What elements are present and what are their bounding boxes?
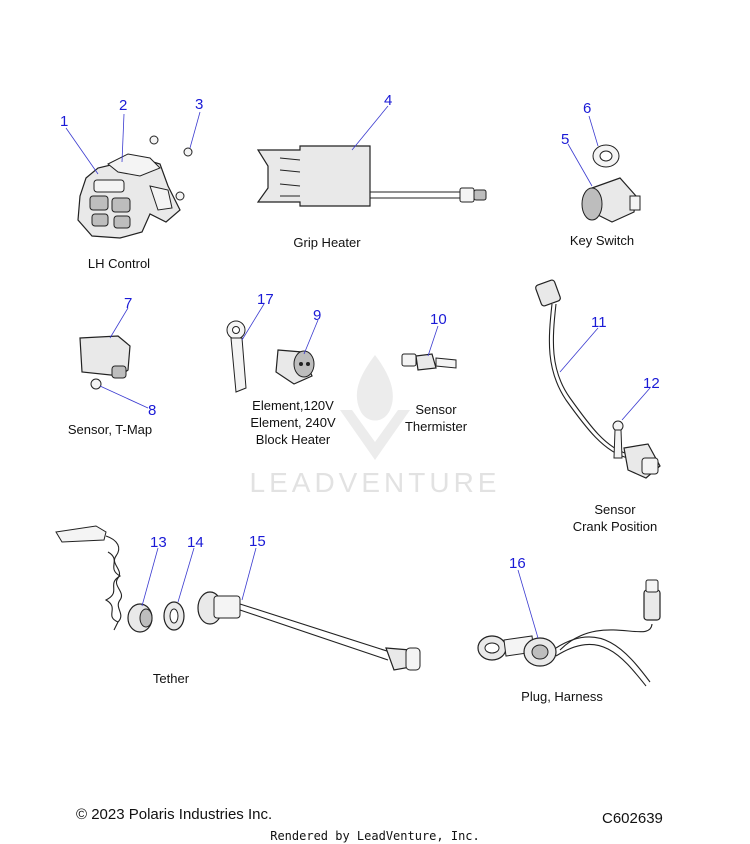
tmap-sensor-part [79, 335, 131, 390]
caption-lh-control: LH Control [88, 256, 150, 271]
grip-heater-part [256, 145, 487, 207]
block-heater-part [275, 349, 315, 385]
screw-part [149, 135, 193, 201]
caption-sensor-tmap: Sensor, T-Map [68, 422, 152, 437]
flame-logo-icon [340, 355, 410, 460]
tether-lanyard-part [55, 525, 122, 631]
tether-cap-part [127, 603, 153, 633]
caption-plug-harness: Plug, Harness [521, 689, 603, 704]
callout-3: 3 [195, 96, 203, 113]
heater-element-part [226, 320, 247, 393]
callout-12: 12 [643, 375, 660, 392]
callout-15: 15 [249, 533, 266, 550]
callout-5: 5 [561, 131, 569, 148]
leadventure-watermark: LEADVENTURE [250, 355, 501, 498]
tether-switch-harness [197, 591, 421, 671]
caption-block-heater: Block Heater [256, 432, 331, 447]
caption-sensor-crank-1: Sensor [594, 502, 636, 517]
caption-sensor-crank-2: Crank Position [573, 519, 658, 534]
crank-sensor-part [535, 279, 661, 479]
callout-2: 2 [119, 97, 127, 114]
callout-11: 11 [591, 314, 607, 331]
callout-17: 17 [257, 291, 274, 308]
tether-nut-part [163, 601, 185, 631]
diagram-code: C602639 [602, 810, 663, 827]
caption-sensor-thermister-1: Sensor [415, 402, 457, 417]
thermister-sensor-part [401, 353, 457, 371]
callout-7: 7 [124, 295, 132, 312]
caption-grip-heater: Grip Heater [293, 235, 361, 250]
crank-sensor-bolt [612, 420, 624, 459]
callout-6: 6 [583, 100, 591, 117]
callout-14: 14 [187, 534, 204, 551]
callout-1: 1 [60, 113, 68, 130]
lh-control-part [77, 153, 181, 239]
caption-element-120: Element,120V [252, 398, 334, 413]
plug-harness-part [477, 579, 661, 687]
callout-13: 13 [150, 534, 167, 551]
callout-8: 8 [148, 402, 156, 419]
rendered-by-text: Rendered by LeadVenture, Inc. [270, 829, 480, 843]
watermark-text: LEADVENTURE [250, 467, 501, 498]
caption-sensor-thermister-2: Thermister [405, 419, 468, 434]
caption-key-switch: Key Switch [570, 233, 634, 248]
key-switch-part [581, 144, 641, 223]
caption-element-240: Element, 240V [250, 415, 336, 430]
copyright-text: © 2023 Polaris Industries Inc. [76, 806, 272, 823]
caption-tether: Tether [153, 671, 190, 686]
callout-4: 4 [384, 92, 392, 109]
callout-16: 16 [509, 555, 526, 572]
callout-9: 9 [313, 307, 321, 324]
callout-10: 10 [430, 311, 447, 328]
